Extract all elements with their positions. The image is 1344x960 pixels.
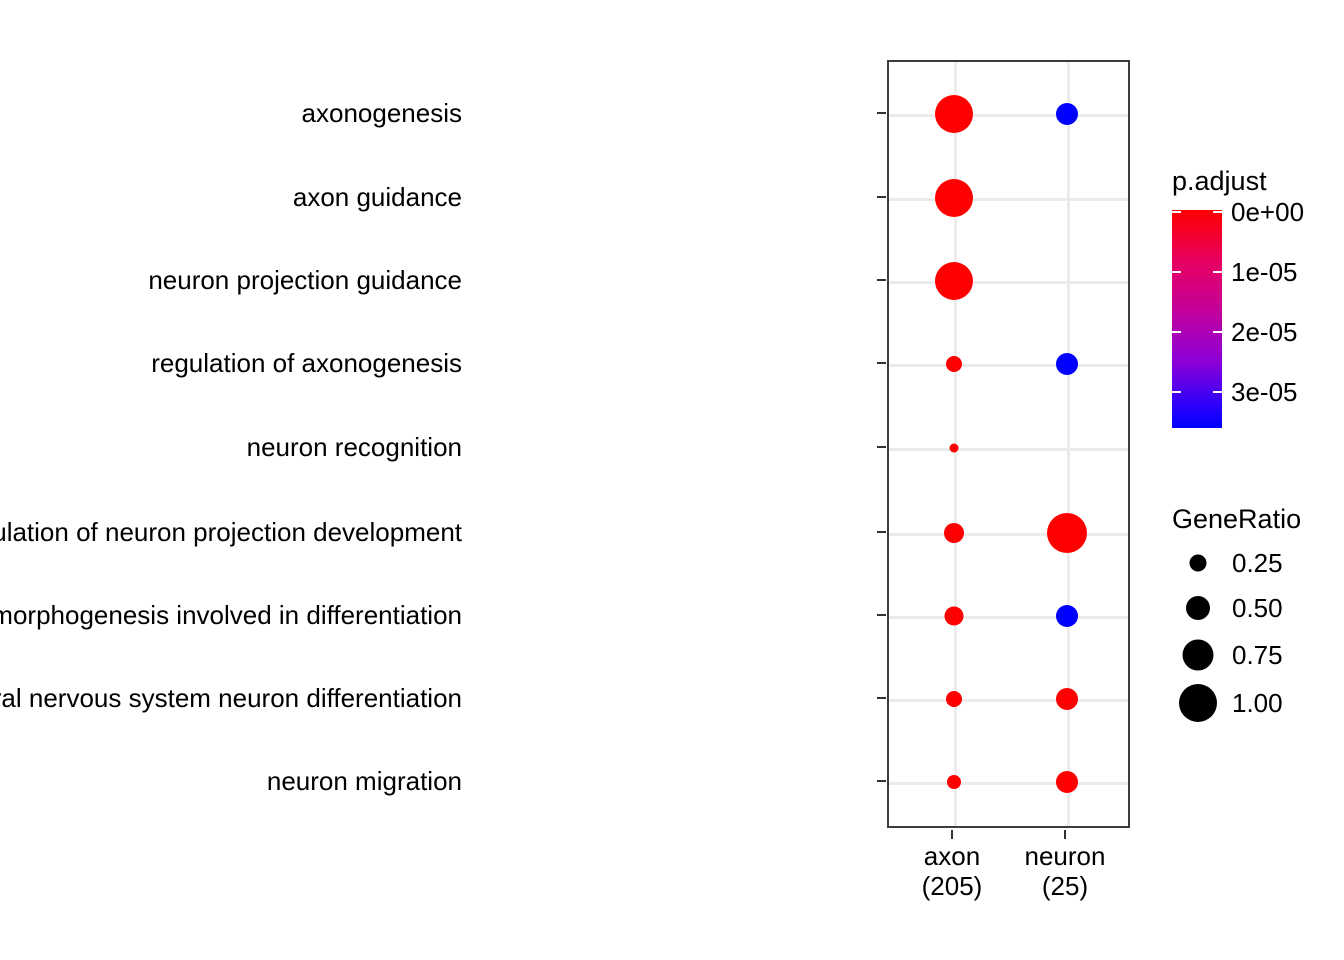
gridline-horizontal [889, 113, 1128, 117]
generatio-legend-label: 1.00 [1232, 688, 1283, 718]
x-axis-tick [1064, 830, 1066, 839]
y-axis-label: neuron migration [266, 766, 462, 796]
data-point[interactable] [934, 261, 973, 300]
data-point[interactable] [1055, 102, 1078, 125]
y-axis-tick [877, 362, 886, 364]
x-axis-label-axon-name: axon [923, 841, 981, 871]
gridline-horizontal [889, 363, 1128, 367]
data-point[interactable] [1055, 687, 1078, 710]
colorbar-tick-label: 2e-05 [1231, 317, 1298, 347]
y-axis-label: central nervous system neuron differenti… [0, 683, 462, 713]
colorbar-tick [1172, 331, 1181, 333]
y-axis-tick [877, 196, 886, 198]
data-point[interactable] [945, 690, 962, 707]
y-axis-label: regulation of neuron projection developm… [0, 517, 462, 547]
y-axis-label: axon guidance [292, 182, 462, 212]
gridline-horizontal [889, 615, 1128, 619]
gridline-horizontal [889, 280, 1128, 284]
y-axis-tick [877, 780, 886, 782]
colorbar-tick [1213, 271, 1222, 273]
y-axis-label: neuron projection guidance [148, 265, 462, 295]
colorbar-tick-label: 3e-05 [1231, 377, 1298, 407]
generatio-legend-dot [1182, 639, 1214, 671]
data-point[interactable] [945, 355, 962, 372]
x-axis-label-neuron-name: neuron [1024, 841, 1106, 871]
data-point[interactable] [944, 606, 963, 625]
gridline-horizontal [889, 532, 1128, 536]
generatio-legend-label: 0.25 [1232, 548, 1283, 578]
colorbar-tick [1172, 211, 1181, 213]
colorbar-tick [1213, 331, 1222, 333]
x-axis-label-neuron: neuron (25) [1025, 841, 1106, 902]
y-axis-tick [877, 279, 886, 281]
data-point[interactable] [943, 522, 964, 543]
data-point[interactable] [1046, 512, 1087, 553]
data-point[interactable] [934, 94, 973, 133]
y-axis-label: neuron recognition [246, 432, 462, 462]
legend-title-padjust: p.adjust [1172, 166, 1267, 196]
data-point[interactable] [946, 774, 961, 789]
y-axis-label: axonogenesis [301, 98, 462, 128]
x-axis-label-axon: axon (205) [922, 841, 983, 902]
y-axis-tick [877, 614, 886, 616]
colorbar-tick [1172, 271, 1181, 273]
y-axis-label: regulation of cell morphogenesis involve… [0, 600, 462, 630]
generatio-legend-dot [1186, 596, 1210, 620]
generatio-legend-label: 0.50 [1232, 593, 1283, 623]
data-point[interactable] [949, 443, 958, 452]
data-point[interactable] [1055, 352, 1078, 375]
gridline-vertical-neuron [1066, 62, 1070, 826]
y-axis-tick [877, 697, 886, 699]
colorbar-tick-label: 1e-05 [1231, 257, 1298, 287]
colorbar-tick [1213, 391, 1222, 393]
gridline-horizontal [889, 698, 1128, 702]
x-axis-label-neuron-count: (25) [1041, 871, 1089, 902]
colorbar-tick-label: 0e+00 [1231, 197, 1305, 227]
colorbar-tick [1172, 391, 1181, 393]
plot-panel [887, 60, 1130, 828]
gridline-horizontal [889, 447, 1128, 451]
x-axis-label-axon-count: (205) [921, 871, 983, 902]
padjust-colorbar [1172, 210, 1222, 428]
data-point[interactable] [1055, 604, 1078, 627]
legend-title-generatio: GeneRatio [1172, 504, 1302, 534]
y-axis-tick [877, 112, 886, 114]
y-axis-label: regulation of axonogenesis [151, 348, 462, 378]
data-point[interactable] [1055, 770, 1078, 793]
gridline-horizontal [889, 781, 1128, 785]
data-point[interactable] [934, 178, 973, 217]
y-axis-tick [877, 531, 886, 533]
colorbar-tick [1213, 211, 1222, 213]
generatio-legend-dot [1179, 684, 1217, 722]
x-axis-tick [951, 830, 953, 839]
generatio-legend-dot [1189, 554, 1207, 572]
generatio-legend-label: 0.75 [1232, 640, 1283, 670]
y-axis-tick [877, 446, 886, 448]
gridline-horizontal [889, 197, 1128, 201]
